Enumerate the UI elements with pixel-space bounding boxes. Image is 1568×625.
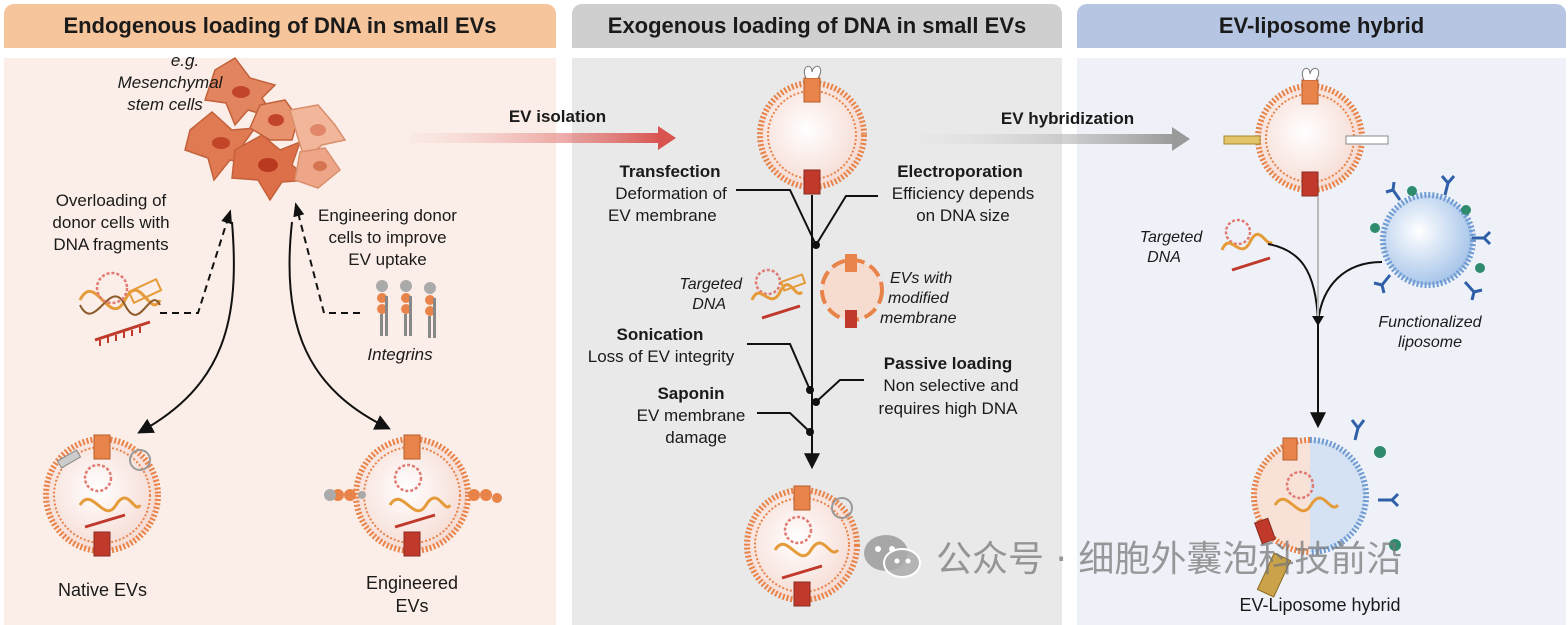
modified-ev — [820, 254, 884, 328]
wechat-icon — [864, 535, 921, 578]
endogenous-title: Endogenous loading of DNA in small EVs — [4, 4, 556, 48]
hybrid-targeted-dna-label-1: Targeted — [1139, 229, 1203, 246]
transfection-desc-2: EV membrane — [608, 206, 717, 225]
engineered-evs-label-2: EVs — [395, 596, 429, 616]
native-ev — [43, 434, 161, 557]
sonication-desc: Loss of EV integrity — [587, 347, 735, 366]
cell-source-label-1: e.g. — [170, 51, 200, 70]
ev-isolation-label: EV isolation — [508, 107, 607, 126]
modified-label-2: modified — [888, 290, 949, 307]
engineered-ev — [324, 434, 502, 557]
ev-liposome-hybrid-label: EV-Liposome hybrid — [1239, 595, 1401, 615]
targeted-dna-label-2: DNA — [692, 296, 726, 313]
targeted-dna-icon — [750, 268, 807, 320]
arrow-to-native — [137, 221, 235, 434]
dashed-arrow-overloading — [160, 209, 232, 314]
integrins-icon — [376, 280, 436, 338]
sonication-node — [806, 386, 814, 394]
isolated-ev — [757, 65, 867, 195]
watermark: 公众号 · 细胞外囊泡科技前沿 — [862, 530, 1402, 582]
overloading-label-2: donor cells with — [52, 213, 170, 232]
overloading-label-1: Overloading of — [55, 191, 167, 210]
ev-hybridization-label: EV hybridization — [1000, 109, 1135, 128]
sonication-title: Sonication — [616, 325, 704, 344]
electroporation-desc-2: on DNA size — [916, 206, 1010, 225]
functionalized-liposome — [1370, 175, 1492, 301]
dna-fragments-icon — [78, 271, 163, 346]
ev-isolation-arrow — [410, 126, 676, 150]
integrins-label: Integrins — [367, 345, 433, 364]
ev-to-hybridize — [1223, 67, 1389, 197]
hybrid-arrows — [1267, 196, 1383, 429]
watermark-text: 公众号 · 细胞外囊泡科技前沿 — [936, 539, 1403, 580]
dashed-arrow-engineering — [293, 202, 360, 314]
engineering-label-1: Engineering donor — [318, 206, 457, 225]
ev-liposome-hybrid — [1251, 419, 1401, 598]
ev-hybridization-arrow — [915, 127, 1190, 151]
hybrid-title: EV-liposome hybrid — [1077, 4, 1566, 48]
targeted-dna-icon-hybrid — [1220, 218, 1274, 272]
saponin-desc-2: damage — [665, 428, 727, 447]
passive-loading-node — [812, 398, 820, 406]
modified-label-1: EVs with — [890, 270, 953, 287]
saponin-node — [806, 428, 814, 436]
saponin-desc-1: EV membrane — [636, 406, 746, 425]
stem-cells-cluster — [184, 57, 347, 202]
arrow-to-engineered — [288, 221, 391, 430]
cell-source-label-2: Mesenchymal — [117, 73, 223, 92]
functionalized-label-2: liposome — [1397, 334, 1463, 351]
engineering-label-3: EV uptake — [348, 250, 427, 269]
loaded-ev — [744, 485, 860, 607]
exogenous-title: Exogenous loading of DNA in small EVs — [572, 4, 1062, 48]
transfection-desc-1: Deformation of — [615, 184, 727, 203]
cell-source-label-3: stem cells — [127, 95, 203, 114]
native-evs-label: Native EVs — [57, 580, 148, 600]
engineered-evs-label-1: Engineered — [365, 573, 459, 593]
electroporation-title: Electroporation — [897, 162, 1023, 181]
targeted-dna-label-1: Targeted — [679, 276, 742, 293]
hybrid-targeted-dna-label-2: DNA — [1147, 249, 1181, 266]
functionalized-label-1: Functionalized — [1378, 314, 1482, 331]
passive-loading-desc-1: Non selective and — [883, 376, 1019, 395]
transfection-title: Transfection — [619, 162, 721, 181]
engineering-label-2: cells to improve — [328, 228, 447, 247]
modified-label-3: membrane — [880, 310, 957, 327]
transfection-node — [812, 241, 820, 249]
saponin-title: Saponin — [657, 384, 725, 403]
overloading-label-3: DNA fragments — [53, 235, 169, 254]
passive-loading-desc-2: requires high DNA — [878, 399, 1018, 418]
passive-loading-title: Passive loading — [883, 354, 1013, 373]
loading-method-axis — [736, 189, 878, 470]
electroporation-desc-1: Efficiency depends — [891, 184, 1035, 203]
